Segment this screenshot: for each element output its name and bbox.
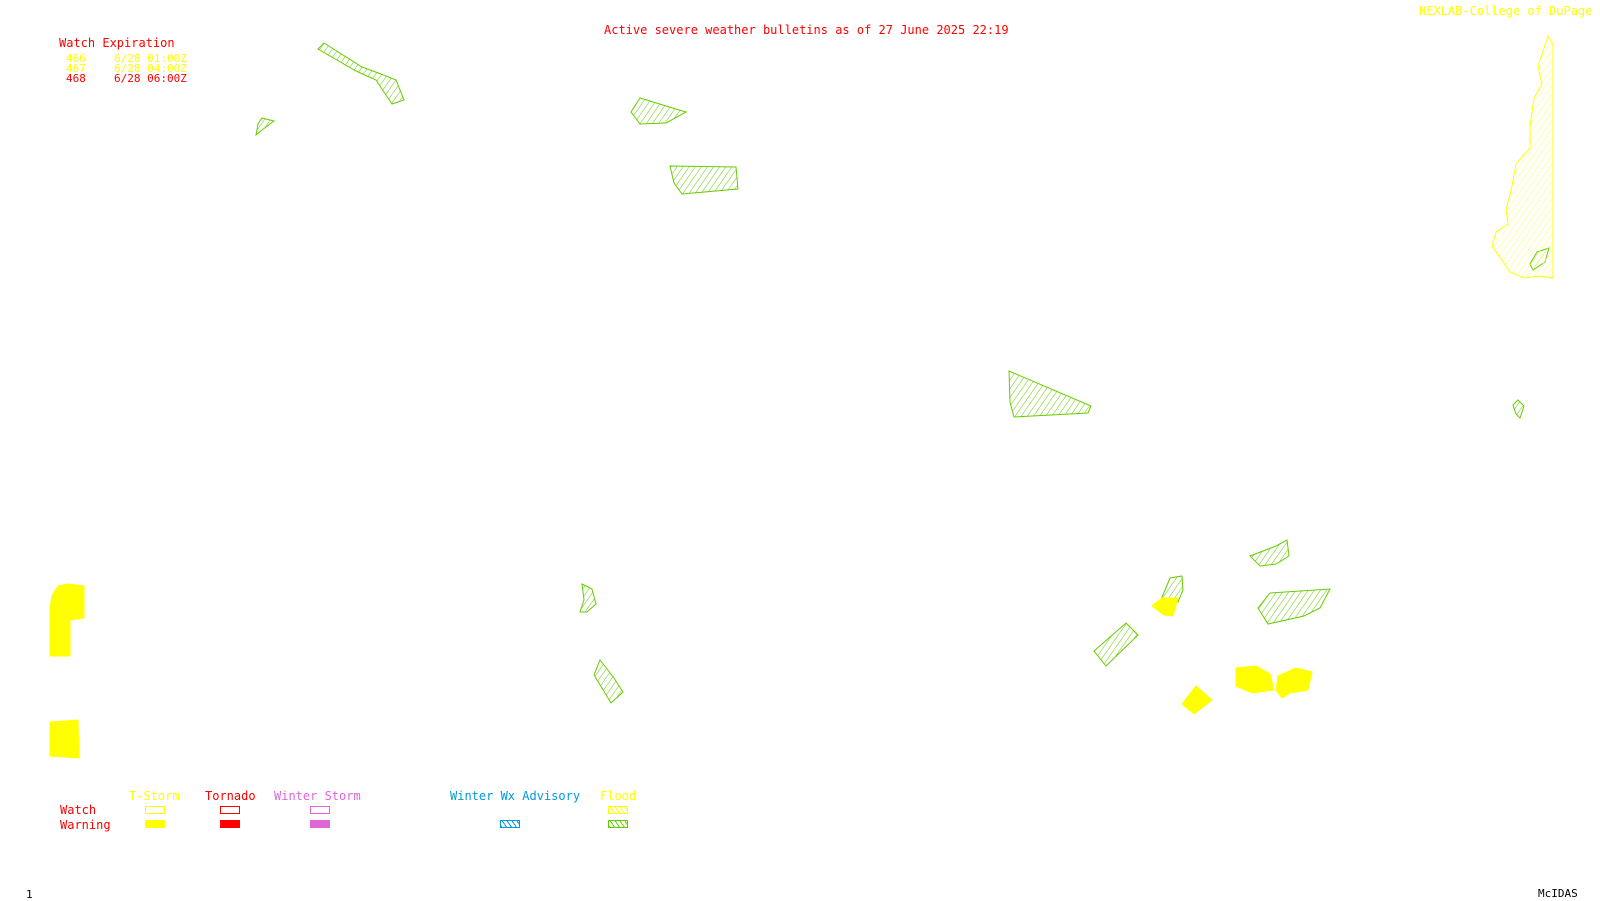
watch-id: 466 [66, 52, 86, 65]
flood-warning-polygon [1257, 588, 1331, 625]
flood-watch-area [1491, 34, 1554, 279]
legend-row-warning-label: Warning [60, 818, 111, 832]
flood-warning-areas [255, 42, 1550, 704]
flood-warning-polygon [669, 165, 739, 195]
flood-warning-polygon [1008, 370, 1092, 418]
software-label: McIDAS [1538, 887, 1578, 900]
tstorm-warning-polygon [49, 583, 85, 657]
legend-flood-warning-swatch [608, 820, 628, 828]
flood-warning-polygon [630, 97, 688, 125]
legend-flood-watch-swatch [608, 806, 628, 814]
flood-warning-polygon [1249, 539, 1290, 567]
legend-tstorm-warning-swatch [145, 820, 165, 828]
flood-watch-polygon [1491, 34, 1554, 279]
legend: Watch Warning T-Storm Tornado Winter Sto… [0, 790, 700, 840]
flood-warning-polygon [1093, 622, 1139, 667]
flood-warning-polygon [593, 659, 624, 704]
credit-label: NEXLAB-College of DuPage R [1419, 4, 1600, 18]
legend-winter-storm-watch-swatch [310, 806, 330, 814]
frame-number: 1 [26, 888, 33, 901]
watch-time: 6/28 01:00Z [114, 52, 187, 65]
flood-warning-polygon [579, 583, 597, 613]
legend-tstorm-label: T-Storm [129, 789, 180, 803]
tstorm-warning-polygon [49, 719, 80, 759]
watch-expiration-heading: Watch Expiration [59, 36, 175, 50]
legend-flood-label: Flood [600, 789, 637, 803]
flood-warning-polygon [255, 117, 276, 137]
flood-warning-polygon [1512, 399, 1525, 419]
legend-tornado-warning-swatch [220, 820, 240, 828]
legend-winter-advisory-label: Winter Wx Advisory [450, 789, 581, 803]
legend-row-watch-label: Watch [60, 803, 97, 817]
watch-time: 6/28 04:00Z [114, 62, 187, 75]
flood-warning-polygon [317, 42, 405, 105]
legend-tornado-label: Tornado [205, 789, 256, 803]
watch-id: 468 [66, 72, 86, 85]
tstorm-warning-areas [49, 583, 1313, 759]
watch-time: 6/28 06:00Z [114, 72, 187, 85]
legend-winter-storm-label: Winter Storm [274, 789, 361, 803]
legend-tstorm-watch-swatch [145, 806, 165, 814]
page-title: Active severe weather bulletins as of 27… [604, 23, 1009, 37]
tstorm-warning-polygon [1235, 665, 1275, 694]
legend-tornado-watch-swatch [220, 806, 240, 814]
tstorm-warning-polygon [1151, 597, 1179, 617]
legend-winter-storm-warning-swatch [310, 820, 330, 828]
tstorm-warning-polygon [1181, 685, 1213, 715]
watch-id: 467 [66, 62, 86, 75]
legend-winter-advisory-swatch [500, 820, 520, 828]
tstorm-warning-polygon [1275, 667, 1313, 699]
